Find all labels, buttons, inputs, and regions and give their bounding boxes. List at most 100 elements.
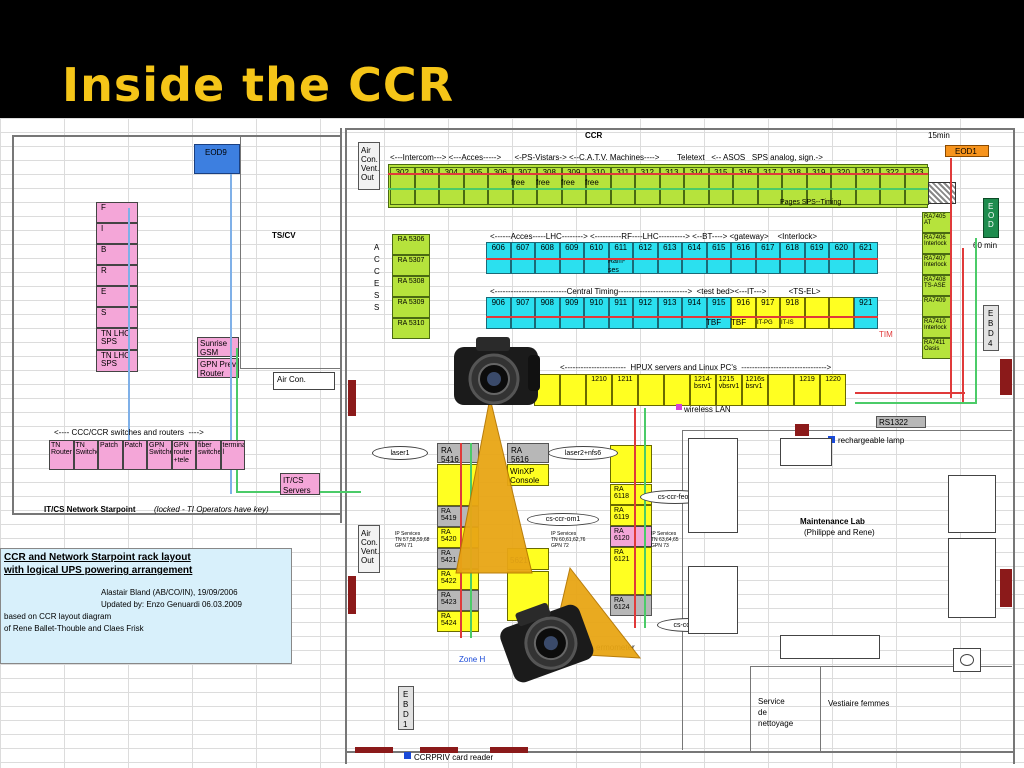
- it-label: IT-IS: [781, 320, 794, 326]
- eod1-label: EOD1: [955, 147, 977, 156]
- camera-view-arrow-up: [455, 397, 533, 574]
- it-label: IT-PG: [757, 320, 773, 326]
- ra-rack: RA 5308: [392, 276, 430, 297]
- rack-cell: 914: [682, 297, 707, 329]
- door-marker: [1000, 359, 1012, 395]
- lab-bench: [688, 438, 738, 533]
- ccrpriv-label: CCRPRIV card reader: [414, 753, 494, 762]
- wall: [682, 430, 1012, 431]
- sunrise-gsm-label: Sunrise GSM: [200, 339, 228, 357]
- rack-cell: 1214- bsrv1: [690, 374, 716, 406]
- rack-cell: 911: [608, 297, 633, 329]
- timing-header: <---------------------------Central Timi…: [490, 287, 821, 296]
- green-power-line: [975, 238, 977, 403]
- starpoint-label: IT/CS Network Starpoint: [44, 505, 136, 514]
- red-power-line: [962, 248, 964, 403]
- ra-rack: RA7408 TS-ASE: [922, 275, 952, 296]
- ra-rack: RA 6124: [610, 595, 652, 616]
- switch-rack: fiber switches: [196, 440, 221, 470]
- rack-cell: 918: [780, 297, 805, 329]
- ip-services-a: IP Services TN 57,58,59,68 GPN 71: [395, 531, 430, 549]
- eod-vertical-label: E O D: [988, 202, 995, 229]
- service-label: Service de nettoyage: [758, 697, 794, 728]
- door-marker: [420, 747, 458, 753]
- itcs-servers-label: IT/CS Servers: [283, 476, 311, 495]
- ra5416-label: RA 5416: [441, 446, 459, 464]
- wall: [12, 135, 342, 137]
- rack-cell: 1219: [794, 374, 820, 406]
- ebd1-label: E B D 1: [403, 690, 409, 729]
- ra-rack: RA7406 Interlock: [922, 233, 952, 254]
- aircon-box-label: Air Con.: [277, 375, 306, 384]
- wall: [345, 128, 347, 764]
- min60-label: 60 min: [973, 241, 998, 250]
- free-label: free: [561, 178, 575, 187]
- door-marker: [490, 747, 528, 753]
- ebd4-label: E B D 4: [988, 309, 994, 348]
- eod9-box: EOD9: [194, 144, 240, 174]
- tbf-label: TBF: [731, 318, 747, 327]
- red-power-line: [950, 158, 952, 398]
- ra-rack: RA 5306: [392, 234, 430, 255]
- acces-vertical-label: A C C E S S: [374, 243, 380, 312]
- wall: [340, 128, 342, 523]
- tbf-label: TBF: [706, 318, 722, 327]
- switch-rack: termina l: [220, 440, 245, 470]
- ra-rack: RA 5422: [437, 569, 479, 590]
- wall: [345, 128, 1015, 130]
- rack-cell: 907: [510, 297, 535, 329]
- lab-bench: [948, 475, 996, 533]
- ebd1-box: E B D 1: [398, 686, 414, 730]
- aircon-vent-low-label: Air Con. Vent. Out: [361, 529, 380, 565]
- fibre-rack: B: [96, 244, 138, 265]
- wall: [682, 430, 683, 750]
- wall: [820, 666, 821, 751]
- free-label: free: [536, 178, 550, 187]
- eod-vertical-box: E O D: [983, 198, 999, 238]
- door-marker: [348, 380, 356, 416]
- fibre-rack: I: [96, 223, 138, 244]
- info-box: CCR and Network Starpoint rack layout wi…: [0, 548, 292, 664]
- rechargeable-lamp-label: rechargeable lamp: [838, 436, 905, 445]
- ra5416-box: RA 5416: [437, 443, 479, 464]
- wall: [12, 513, 342, 515]
- wall: [345, 751, 1015, 753]
- info-updated: Updated by: Enzo Genuardi 06.03.2009: [101, 600, 242, 609]
- rack-cell: 1215 vbsrv1: [716, 374, 742, 406]
- rack-cell: 915: [706, 297, 731, 329]
- maintenance-lab-label: Maintenance Lab: [800, 517, 865, 526]
- switch-rack: Patch: [122, 440, 147, 470]
- lab-bench: [780, 635, 880, 659]
- rack-cell: [804, 297, 829, 329]
- door-marker: [795, 424, 809, 436]
- wireless-lan-marker: [676, 404, 682, 410]
- door-marker: [1000, 569, 1012, 607]
- aircon-box: Air Con.: [273, 372, 335, 390]
- aircon-vent-top-label: Air Con. Vent. Out: [361, 146, 380, 182]
- cs-ccr-feon-label: cs-ccr-feon: [657, 493, 693, 501]
- door-marker: [355, 747, 393, 753]
- wall: [12, 135, 14, 513]
- winxp-console-label: WinXP Console: [510, 467, 540, 485]
- lab-bench: [948, 538, 996, 618]
- rack-cell: 1211: [612, 374, 638, 406]
- wall: [1013, 128, 1015, 764]
- free-label: free: [511, 178, 525, 187]
- gpn-prev-router-box: GPN Prev. Router: [197, 358, 239, 378]
- ccr-label: CCR: [585, 131, 603, 140]
- blue-cable: [230, 174, 232, 494]
- door-marker: [348, 576, 356, 614]
- green-power-line: [855, 402, 977, 404]
- ip-services-b: IP Services TN 60,61,62,76 GPN 72: [551, 531, 586, 549]
- rack-cell: 921: [853, 297, 878, 329]
- tim-label: TIM: [879, 330, 893, 339]
- hatched-box: [928, 182, 956, 204]
- red-power-line: [388, 173, 928, 175]
- ra-rack: RA 6120: [610, 526, 652, 547]
- aircon-vent-top: Air Con. Vent. Out: [358, 142, 380, 190]
- red-power-line: [486, 316, 878, 318]
- laser1-tag: laser1: [372, 446, 428, 460]
